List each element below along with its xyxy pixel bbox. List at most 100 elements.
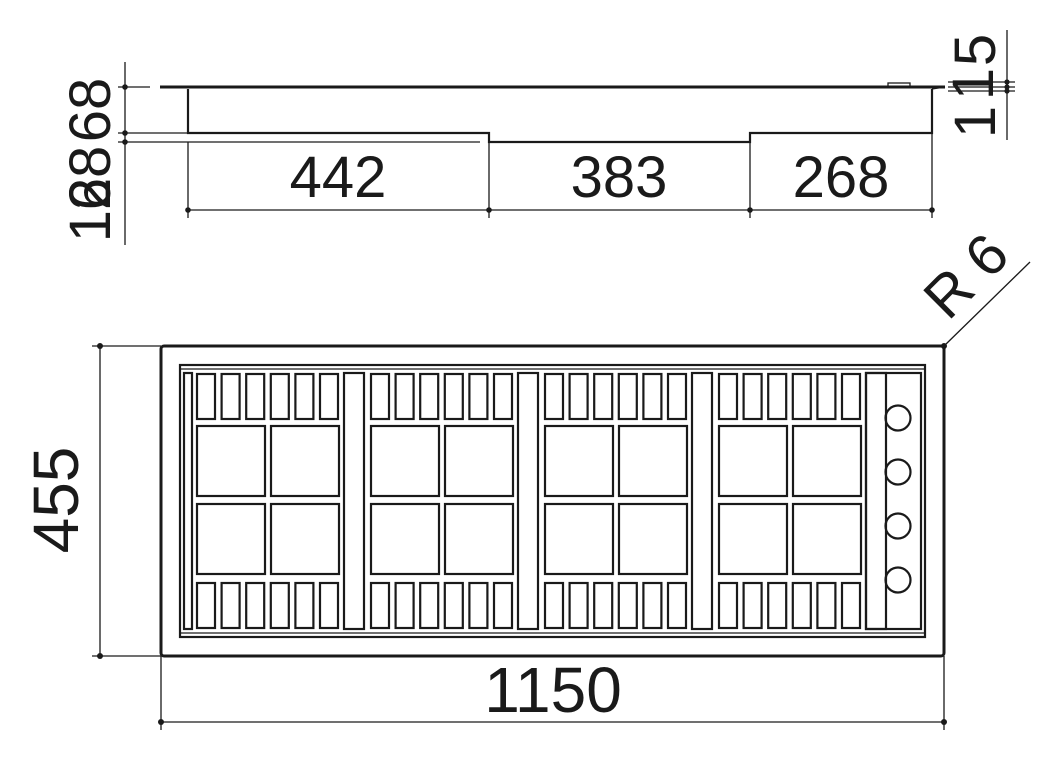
right-label-1b: 1 <box>943 106 1008 138</box>
grate-slot <box>394 581 415 630</box>
width-label-442: 442 <box>290 145 387 210</box>
grate-slot <box>816 581 837 630</box>
grate-square <box>791 502 863 576</box>
grate-section <box>195 371 366 631</box>
body-outline <box>186 89 934 144</box>
grate-slot <box>617 372 638 421</box>
grate-divider <box>342 371 366 631</box>
grate-square <box>269 424 341 498</box>
grate-slot <box>269 372 290 421</box>
grate-slot <box>419 372 440 421</box>
body-edge <box>931 86 946 90</box>
right-label-5: 5 <box>943 34 1008 66</box>
grate-slot <box>840 372 862 421</box>
control-panel <box>864 371 923 631</box>
radius-leader <box>943 261 1031 347</box>
grate-slot <box>220 372 241 421</box>
grate-slot <box>369 372 391 421</box>
grate-slot <box>742 581 763 630</box>
control-knob <box>884 404 912 432</box>
grate-square <box>443 424 515 498</box>
grate-square <box>195 502 267 576</box>
hob-outline <box>159 344 946 658</box>
width-label-268: 268 <box>793 145 890 210</box>
grate-slot <box>642 372 663 421</box>
grate-slot <box>543 581 565 630</box>
grate-slot <box>767 581 788 630</box>
grate-slot <box>617 581 638 630</box>
grate-slot <box>568 581 589 630</box>
depth-label: 455 <box>20 447 92 554</box>
grate-sections <box>195 371 888 631</box>
height-label-3: 12 <box>58 178 123 243</box>
grate-slot <box>394 372 415 421</box>
right-label-1a: 1 <box>941 68 1006 100</box>
grate-slot <box>568 372 589 421</box>
grate-slot <box>468 372 489 421</box>
knob-group <box>884 404 912 594</box>
grate-square <box>717 502 789 576</box>
grate-slot <box>742 372 763 421</box>
grate-divider <box>516 371 540 631</box>
grate-slot <box>717 372 739 421</box>
grate-slot <box>245 581 266 630</box>
width-label-383: 383 <box>571 145 668 210</box>
grate-slot <box>717 581 739 630</box>
grate-divider <box>864 371 888 631</box>
grate-slot <box>492 581 514 630</box>
grate-slot <box>791 372 812 421</box>
width-label: 1150 <box>484 654 622 726</box>
grate-square <box>543 424 615 498</box>
grate-square <box>369 424 441 498</box>
grate-slot <box>642 581 663 630</box>
grate-slot <box>318 581 340 630</box>
grate-square <box>269 502 341 576</box>
grate-section <box>717 371 888 631</box>
grate-square <box>443 502 515 576</box>
control-knob <box>884 458 912 486</box>
top-view: R 6 455 1150 <box>20 221 1031 730</box>
grate-section <box>543 371 714 631</box>
grate-slot <box>593 372 614 421</box>
grate-slot <box>767 372 788 421</box>
knob-bump <box>887 82 911 88</box>
grate-slot <box>468 581 489 630</box>
side-view: 68 68 12 442 383 268 5 1 1 <box>58 30 1015 245</box>
control-knob <box>884 512 912 540</box>
hob-inner-frame <box>178 363 927 639</box>
grate-square <box>617 502 689 576</box>
control-knob <box>884 566 912 594</box>
grate-square <box>717 424 789 498</box>
grate-section <box>369 371 540 631</box>
grate-slot <box>245 372 266 421</box>
grate-slot <box>443 372 464 421</box>
grate-square <box>543 502 615 576</box>
grate-slot <box>419 581 440 630</box>
grate-slot <box>294 581 315 630</box>
grate-square <box>195 424 267 498</box>
grate-slot <box>593 581 614 630</box>
grate-slot <box>543 372 565 421</box>
grate-slot <box>294 372 315 421</box>
grate-divider <box>690 371 714 631</box>
grate-slot <box>791 581 812 630</box>
grate-square <box>791 424 863 498</box>
grate-slot <box>840 581 862 630</box>
corner-radius-label: R 6 <box>911 221 1021 331</box>
grate-slot <box>816 372 837 421</box>
grate-slot <box>666 372 688 421</box>
grate-slot <box>492 372 514 421</box>
grate-slot <box>318 372 340 421</box>
grate-slot <box>666 581 688 630</box>
height-label-2: 68 <box>58 146 123 211</box>
height-label-1: 68 <box>58 78 123 143</box>
grate-slot <box>195 372 217 421</box>
grate-slot <box>443 581 464 630</box>
grate-slot <box>220 581 241 630</box>
grate-slot <box>195 581 217 630</box>
grate-square <box>617 424 689 498</box>
grate-slot <box>269 581 290 630</box>
grate-slot <box>369 581 391 630</box>
grate-side-bar-left <box>182 371 194 631</box>
